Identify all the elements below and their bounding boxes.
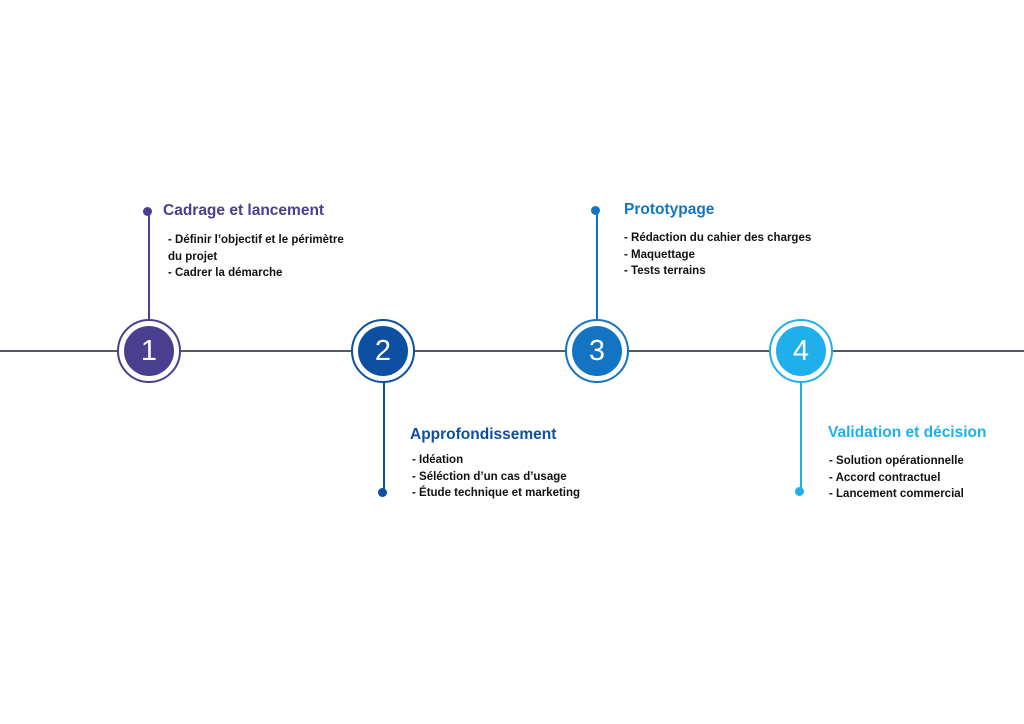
step-2-dot bbox=[378, 488, 387, 497]
step-3-items: - Rédaction du cahier des charges - Maqu… bbox=[624, 230, 834, 280]
step-4-number: 4 bbox=[776, 326, 826, 376]
step-3-connector bbox=[596, 211, 598, 320]
step-1-dot bbox=[143, 207, 152, 216]
step-1-item: - Définir l’objectif et le périmètre du … bbox=[168, 234, 344, 263]
step-2-connector bbox=[383, 382, 385, 493]
step-3-title: Prototypage bbox=[624, 201, 715, 218]
step-2-title: Approfondissement bbox=[410, 426, 557, 443]
step-3-ring: 3 bbox=[565, 319, 629, 383]
step-3-item: - Rédaction du cahier des charges bbox=[624, 232, 812, 244]
step-2-item: - Étude technique et marketing bbox=[412, 487, 581, 499]
step-3-number: 3 bbox=[572, 326, 622, 376]
step-4-item: - Solution opérationnelle bbox=[829, 455, 964, 467]
step-4-item: - Accord contractuel bbox=[829, 471, 941, 484]
step-1-number: 1 bbox=[124, 326, 174, 376]
step-4-item: - Lancement commercial bbox=[829, 488, 964, 500]
step-4-connector bbox=[800, 382, 802, 492]
step-1-connector bbox=[148, 212, 150, 320]
step-2-item: - Séléction d’un cas d’usage bbox=[412, 470, 567, 483]
step-4-items: - Solution opérationnelle - Accord contr… bbox=[829, 453, 1009, 503]
step-1-items: - Définir l’objectif et le périmètre du … bbox=[168, 232, 358, 282]
step-3-item: - Maquettage bbox=[624, 248, 695, 261]
timeline-line bbox=[0, 350, 1024, 352]
step-3-item: - Tests terrains bbox=[624, 265, 706, 277]
step-4-dot bbox=[795, 487, 804, 496]
step-4-ring: 4 bbox=[769, 319, 833, 383]
step-1-item: - Cadrer la démarche bbox=[168, 267, 283, 279]
step-4-title: Validation et décision bbox=[828, 424, 987, 441]
step-1-ring: 1 bbox=[117, 319, 181, 383]
step-2-items: - Idéation - Séléction d’un cas d’usage … bbox=[412, 452, 612, 502]
step-3-dot bbox=[591, 206, 600, 215]
step-2-ring: 2 bbox=[351, 319, 415, 383]
step-2-number: 2 bbox=[358, 326, 408, 376]
step-1-title: Cadrage et lancement bbox=[163, 202, 325, 219]
step-2-item: - Idéation bbox=[412, 454, 464, 466]
